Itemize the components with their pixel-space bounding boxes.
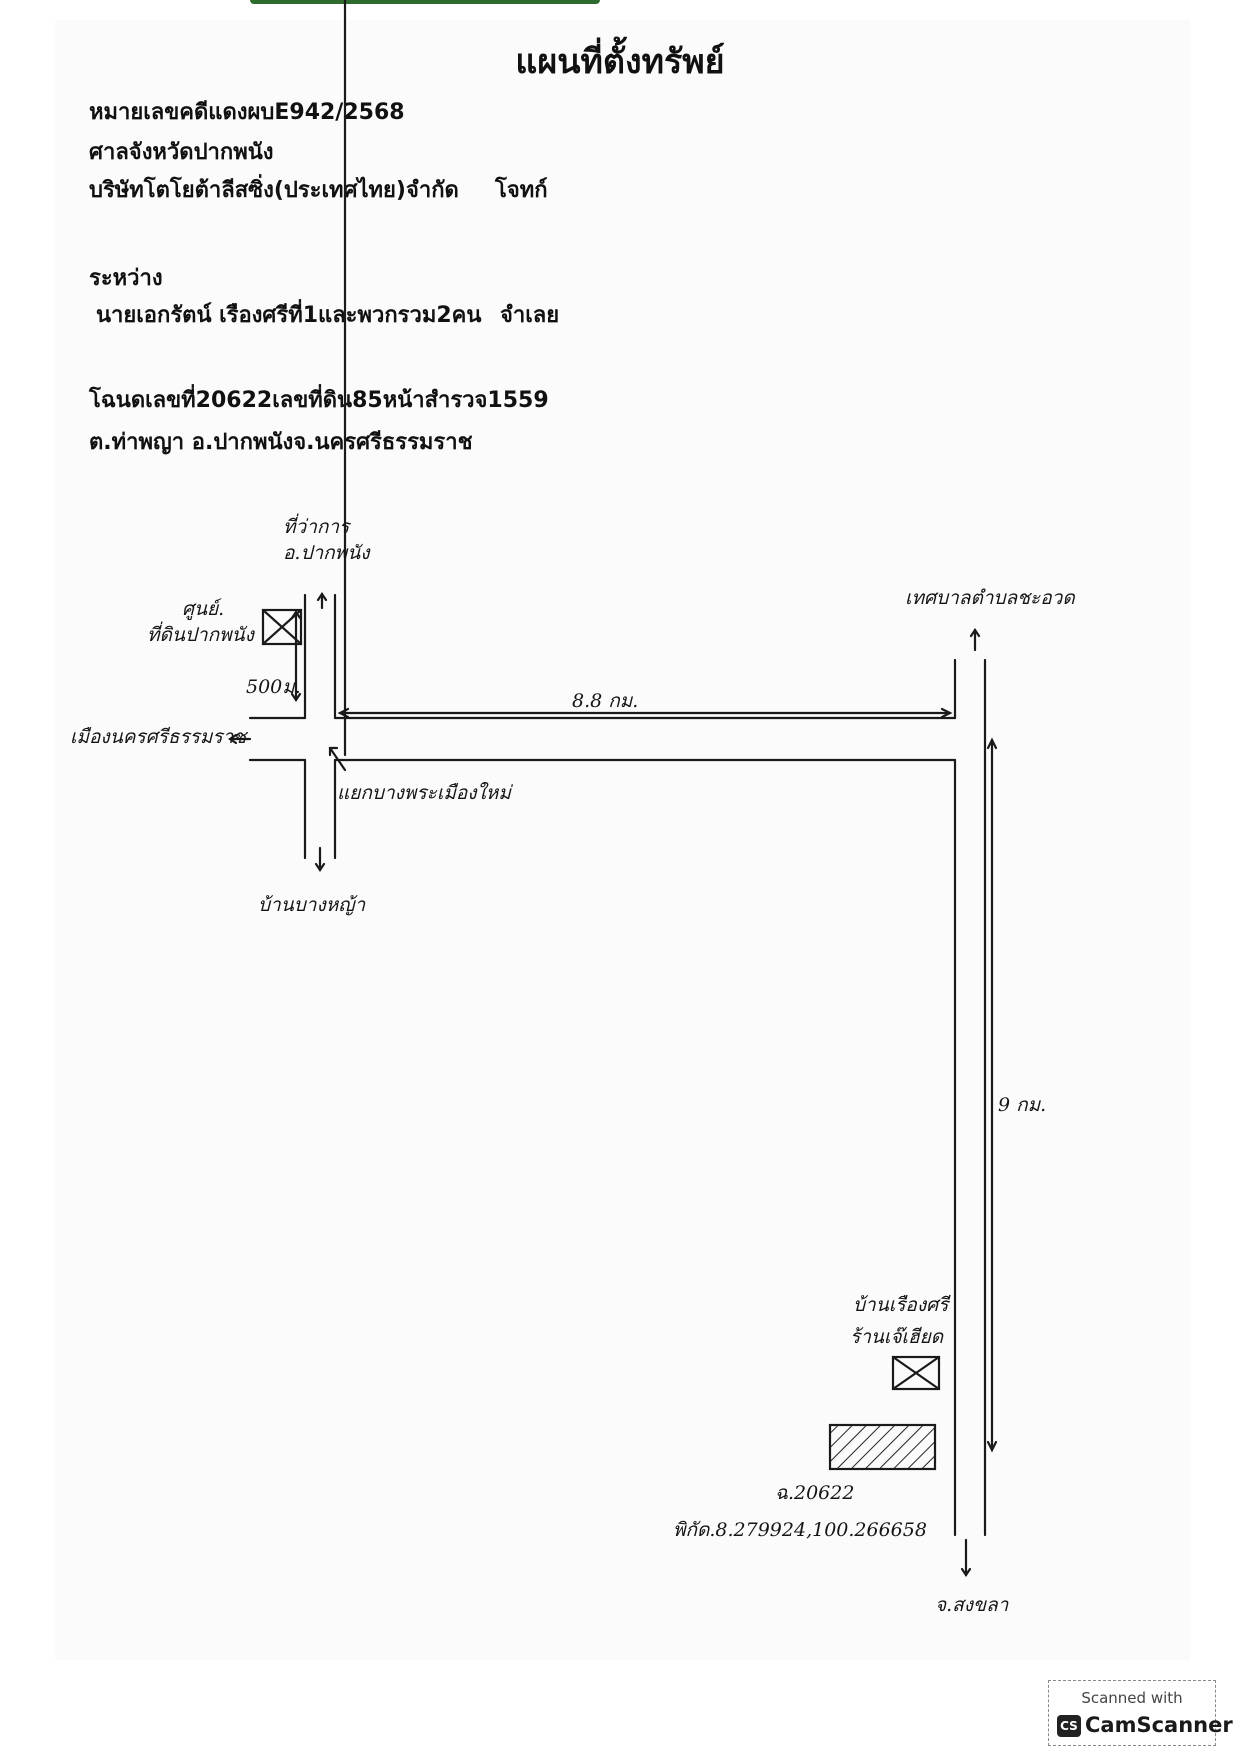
dim-horizontal-right: [940, 707, 953, 719]
land-office-box: [261, 608, 303, 646]
deed-info: โฉนดเลขที่20622เลขที่ดิน85หน้าสำรวจ1559: [89, 388, 549, 413]
map-label-land-office-2: ที่ดินปากพนัง: [147, 624, 254, 646]
arrow-up-left-head: [316, 592, 328, 602]
badge-scanned-with: Scanned with: [1081, 1689, 1183, 1707]
map-label-house-1: บ้านเรืองศรี: [853, 1294, 949, 1316]
court-name: ศาลจังหวัดปากพนัง: [89, 140, 274, 165]
location-info: ต.ท่าพญา อ.ปากพนังจ.นครศรีธรรมราช: [89, 430, 473, 455]
property-parcel: [828, 1423, 937, 1471]
map-label-district-office-1: ที่ว่าการ: [283, 516, 350, 538]
badge-app-name: CamScanner: [1085, 1713, 1233, 1737]
map-label-nakhon-si-thammarat: เมืองนครศรีธรรมราช: [70, 726, 247, 748]
top-green-bar: [250, 0, 600, 4]
arrow-down-left-head: [314, 862, 326, 872]
map-label-coordinates: พิกัด.8.279924,100.266658: [673, 1519, 927, 1541]
arrow-down-right-head: [960, 1567, 972, 1577]
map-label-district-office-2: อ.ปากพนัง: [283, 542, 370, 564]
arrow-left-head: [228, 733, 238, 745]
map-label-deed-number: ฉ.20622: [775, 1482, 855, 1504]
plaintiff-name: บริษัทโตโยต้าลีสซิ่ง(ประเทศไทย)จำกัด: [89, 178, 459, 203]
house-box: [891, 1355, 941, 1391]
map-label-house-2: ร้านเจ๊เฮียด: [850, 1326, 944, 1348]
scan-background: [55, 20, 1190, 1660]
map-label-distance-horizontal: 8.8 กม.: [572, 690, 639, 712]
dim-vertical-top: [986, 737, 998, 750]
document-title: แผนที่ตั้งทรัพย์: [515, 42, 725, 82]
plaintiff-role: โจทก์: [495, 178, 548, 203]
arrow-up-right-head: [969, 628, 981, 638]
map-label-land-office-1: ศูนย์.: [182, 598, 225, 620]
defendant-role: จำเลย: [500, 303, 560, 328]
camscanner-logo-icon: CS: [1057, 1715, 1081, 1737]
arrow-junction: [328, 746, 347, 772]
map-label-junction: แยกบางพระเมืองใหม่: [337, 782, 511, 804]
defendant-name: นายเอกรัตน์ เรืองศรีที่1และพวกรวม2คน: [96, 303, 482, 328]
map-label-distance-vertical: 9 กม.: [998, 1094, 1047, 1116]
dim-500m-bottom: [290, 692, 302, 702]
arrow-junction-head: [328, 746, 339, 757]
camscanner-badge: Scanned with CS CamScanner: [1048, 1680, 1233, 1746]
case-number: หมายเลขคดีแดงผบE942/2568: [89, 100, 405, 125]
between-label: ระหว่าง: [89, 266, 163, 291]
map-label-ban-bang-ya: บ้านบางหญ้า: [258, 894, 366, 916]
map-label-500m: 500ม.: [246, 676, 301, 698]
map-label-municipality: เทศบาลตำบลชะอวด: [905, 587, 1075, 609]
dim-vertical-bottom: [986, 1440, 998, 1453]
map-label-songkhla: จ.สงขลา: [935, 1594, 1009, 1616]
